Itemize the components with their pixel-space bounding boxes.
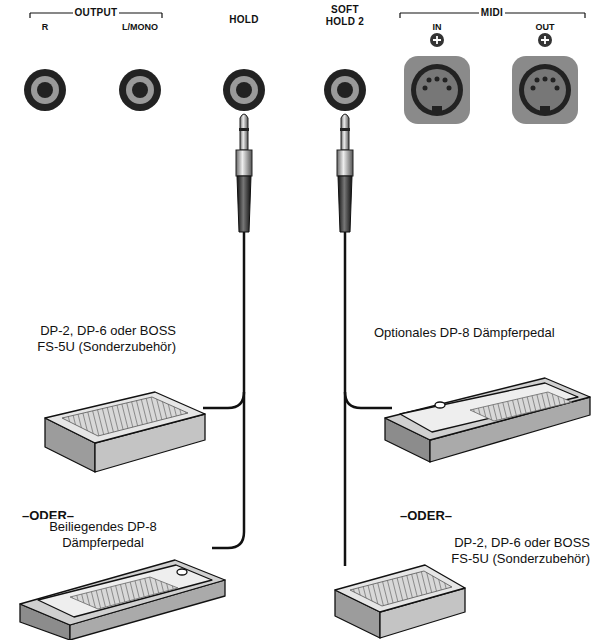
- damper-pedal: [20, 560, 225, 640]
- midi-label: IN: [431, 22, 444, 33]
- midi-sockets: [404, 33, 578, 124]
- footswitch-pedal: [45, 392, 205, 472]
- midi-label: OUT: [534, 22, 557, 33]
- pedal-caption: DP-2, DP-6 oder BOSS FS-5U (Sonderzubehö…: [430, 535, 592, 566]
- output-heading: OUTPUT: [73, 7, 120, 19]
- jack-label: R: [40, 22, 51, 33]
- pedal-caption: Optionales DP-8 Dämpferpedal: [372, 325, 557, 341]
- pedal-cables: [203, 230, 392, 566]
- jack-plugs: [236, 114, 353, 232]
- jack-label: L/MONO: [120, 22, 160, 33]
- jack-sockets: [24, 69, 366, 111]
- midi-heading: MIDI: [479, 7, 505, 19]
- pedal-caption: DP-2, DP-6 oder BOSS FS-5U (Sonderzubehö…: [16, 323, 178, 354]
- jack-label: HOLD: [227, 14, 261, 26]
- damper-pedal: [385, 378, 590, 462]
- jack-label: SOFT HOLD 2: [322, 4, 368, 28]
- or-label: –ODER–: [398, 508, 454, 524]
- footswitch-pedal: [335, 565, 465, 638]
- pedal-caption: Beiliegendes DP-8 Dämpferpedal: [38, 519, 168, 550]
